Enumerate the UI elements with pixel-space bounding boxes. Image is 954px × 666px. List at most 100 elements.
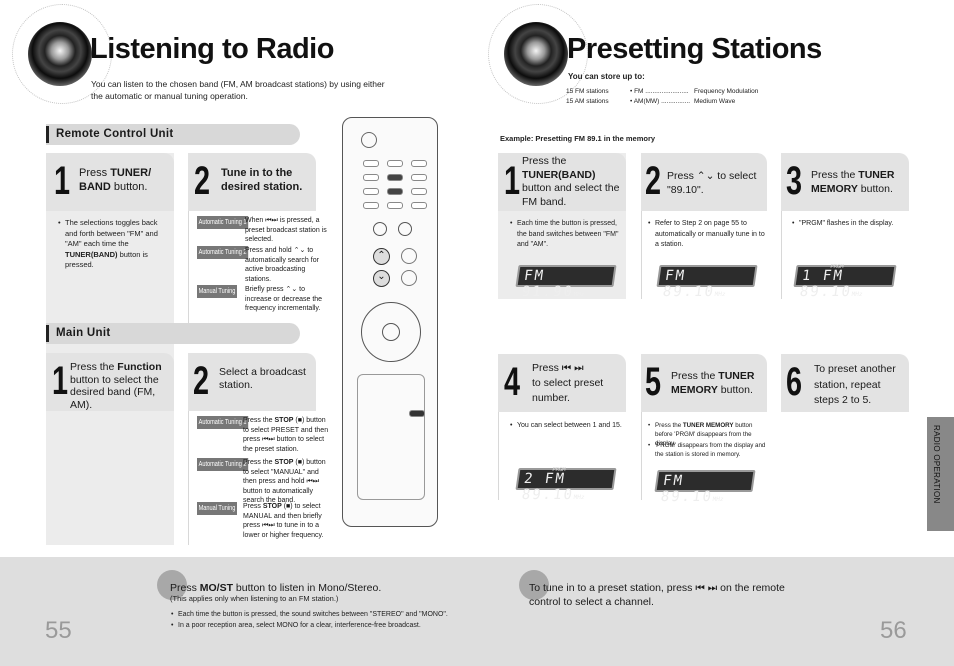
- tag-label: Automatic Tuning 1: [197, 416, 249, 429]
- remote-auto-tuning-2: Automatic Tuning 2 Press and hold ⌃⌄ to …: [197, 246, 319, 283]
- display-readout: FM 89.10MHz: [654, 470, 756, 505]
- preset-step4-text: Press ⏮ ⏭ to select preset number.: [532, 362, 604, 404]
- volume-down-icon: [401, 270, 417, 286]
- remote-button-icon: [387, 160, 403, 167]
- main-step1-text: Press the Function button to select the …: [70, 361, 162, 411]
- main-auto-tuning-2: Automatic Tuning 2 Press the STOP (■) bu…: [197, 458, 326, 504]
- remote-step1-note: The selections toggles back and forth be…: [58, 218, 170, 271]
- step-number: 2: [193, 359, 210, 403]
- navigation-ring-icon: [361, 302, 421, 362]
- prev-next-icon: ⏮⏭: [262, 436, 277, 443]
- main-step2-header: [188, 353, 316, 411]
- stop-icon: (■): [293, 459, 307, 466]
- mono-stereo-text: Press MO/ST button to listen in Mono/Ste…: [170, 582, 382, 594]
- tuning-up-down-icon: ⌃⌄: [285, 286, 298, 293]
- step-number: 1: [54, 159, 71, 203]
- remote-button-icon: [411, 188, 427, 195]
- store-abbr: • AM(MW) ................: [630, 98, 691, 105]
- preset-step2-header: [641, 153, 767, 211]
- preset-step2-text: Press ⌃⌄ to select "89.10".: [667, 170, 757, 196]
- remote-manual-tuning: Manual Tuning Briefly press ⌃⌄ to increa…: [197, 285, 323, 312]
- step-number: 1: [52, 359, 69, 403]
- store-count: 15 FM stations: [566, 88, 609, 95]
- prev-next-icon: ⏮⏭: [306, 478, 320, 485]
- remote-button-icon: [411, 160, 427, 167]
- tuning-up-down-icon: ⌃⌄: [696, 170, 718, 182]
- remote-auto-tuning-1: Automatic Tuning 1 When ⏮⏭ is pressed, a…: [197, 216, 327, 243]
- stop-icon: (■): [293, 417, 307, 424]
- step-number: 1: [504, 159, 521, 203]
- display-readout: FM 91.90MHz: [515, 265, 617, 300]
- step-number: 4: [504, 360, 521, 404]
- enter-button-icon: [382, 323, 400, 341]
- remote-step1-header: [46, 153, 174, 211]
- tag-label: Automatic Tuning 2: [197, 458, 249, 471]
- step-number: 2: [645, 159, 662, 203]
- remote-step1-text: Press TUNER/ BAND button.: [79, 167, 152, 193]
- preset-step1-text: Press the TUNER(BAND) button and select …: [522, 155, 620, 208]
- remote-button-icon: [363, 188, 379, 195]
- tuner-memory-button-icon: [409, 410, 425, 417]
- mono-stereo-subtext: (This applies only when listening to an …: [170, 594, 339, 603]
- preset-step5-note-2: 'PRGM' disappears from the display and t…: [648, 441, 768, 459]
- page-number: 56: [880, 617, 907, 644]
- preset-step3-header: [781, 153, 909, 211]
- store-abbr: • FM ........................: [630, 88, 689, 95]
- keypad-icon: [357, 374, 425, 500]
- prev-next-icon: ⏮ ⏭: [561, 362, 584, 374]
- store-count: 15 AM stations: [566, 98, 609, 105]
- transport-button-icon: [373, 222, 387, 236]
- decorative-circle: [519, 570, 549, 600]
- remote-button-icon: [363, 202, 379, 209]
- page-number: 55: [45, 617, 72, 644]
- step-number: 5: [645, 360, 662, 404]
- prev-next-icon: ⏮⏭: [265, 217, 278, 224]
- preset-step3-note: "PRGM" flashes in the display.: [792, 219, 906, 230]
- mo-st-button-icon: [387, 188, 403, 195]
- prev-next-icon: ⏮ ⏭: [695, 582, 721, 594]
- tag-label: Manual Tuning: [197, 502, 237, 515]
- main-manual-tuning: Manual Tuning Press STOP (■) to select M…: [197, 502, 324, 539]
- prev-next-icon: ⏮⏭: [262, 522, 277, 529]
- main-step1-header: [46, 353, 174, 411]
- page-title: Listening to Radio: [90, 33, 334, 65]
- example-heading: Example: Presetting FM 89.1 in the memor…: [500, 134, 656, 143]
- tuner-band-button-icon: [387, 174, 403, 181]
- speaker-icon: [28, 22, 92, 86]
- store-heading: You can store up to:: [568, 72, 645, 81]
- store-full: Medium Wave: [694, 98, 736, 105]
- preset-step4-header: [498, 354, 626, 412]
- remote-button-icon: [411, 202, 427, 209]
- mono-stereo-bullet-1: Each time the button is pressed, the sou…: [171, 610, 491, 621]
- preset-step4-note: You can select between 1 and 15.: [510, 421, 622, 432]
- stop-icon: (■): [281, 503, 295, 510]
- step-number: 3: [786, 159, 803, 203]
- side-tab: RADIO OPERATION: [927, 417, 954, 531]
- display-readout: FM 89.10MHz: [656, 265, 758, 300]
- preset-step2-note: Refer to Step 2 on page 55 to automatica…: [648, 219, 766, 251]
- tag-label: Manual Tuning: [197, 285, 237, 298]
- tuning-down-icon: ⌄: [373, 270, 390, 287]
- tag-label: Automatic Tuning 1: [197, 216, 249, 229]
- preset-step6-text: To preset another station, repeat steps …: [814, 363, 896, 406]
- tag-label: Automatic Tuning 2: [197, 246, 249, 259]
- preset-tune-text: To tune in to a preset station, press ⏮ …: [529, 582, 785, 608]
- preset-step5-header: [641, 354, 767, 412]
- page-title: Presetting Stations: [567, 33, 822, 65]
- remote-button-icon: [363, 160, 379, 167]
- main-step2-text: Select a broadcast station.: [219, 366, 306, 391]
- intro-text: You can listen to the chosen band (FM, A…: [91, 79, 385, 101]
- remote-control-illustration: ⌃ ⌄: [342, 117, 438, 527]
- preset-step6-panel: [781, 354, 909, 412]
- step-number: 2: [194, 159, 211, 203]
- remote-step2-text: Tune in to the desired station.: [221, 167, 303, 193]
- decorative-swirl: [12, 4, 112, 104]
- preset-step1-note: Each time the button is pressed, the ban…: [510, 219, 624, 251]
- preset-step1-header: [498, 153, 626, 211]
- volume-up-icon: [401, 248, 417, 264]
- main-section-header: Main Unit: [46, 323, 300, 344]
- tuning-up-icon: ⌃: [373, 248, 390, 265]
- remote-button-icon: [363, 174, 379, 181]
- preset-step3-text: Press the TUNER MEMORY button.: [811, 169, 895, 195]
